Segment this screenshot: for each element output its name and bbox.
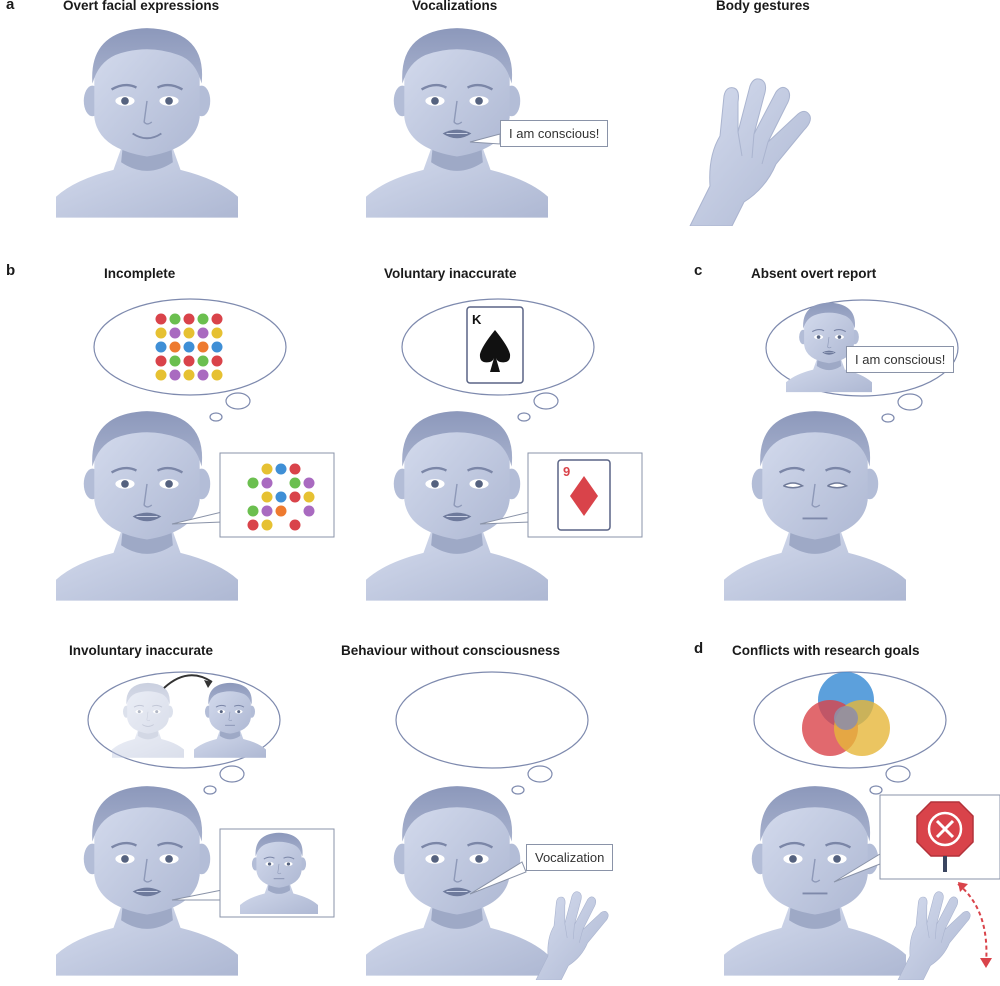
speech-box-voluntary: 9	[479, 452, 643, 538]
title-overt-facial: Overt facial expressions	[63, 0, 220, 13]
title-absent-overt-report: Absent overt report	[751, 266, 877, 281]
color-dot	[261, 477, 273, 489]
color-dot	[197, 369, 209, 381]
arrow-icon	[163, 674, 213, 689]
color-dot	[155, 313, 167, 325]
color-dot	[289, 491, 301, 503]
color-dot	[183, 313, 195, 325]
color-dot	[155, 355, 167, 367]
title-body-gestures: Body gestures	[716, 0, 810, 13]
color-dot	[275, 505, 287, 517]
color-dot	[211, 355, 223, 367]
color-dot	[155, 369, 167, 381]
title-vocalizations: Vocalizations	[412, 0, 498, 13]
color-dot	[197, 313, 209, 325]
color-dot	[289, 519, 301, 531]
speech-bubble-absent: I am conscious!	[846, 346, 955, 373]
color-dot	[247, 519, 259, 531]
color-dot	[303, 477, 315, 489]
color-dot	[261, 463, 273, 475]
color-dot	[261, 491, 273, 503]
color-dot	[197, 327, 209, 339]
hand-behaviour	[530, 890, 626, 980]
speech-box-incomplete	[171, 452, 335, 538]
color-dot	[275, 491, 287, 503]
color-dot	[183, 327, 195, 339]
dot-grid-thought	[155, 313, 223, 381]
color-dot	[261, 505, 273, 517]
color-dot	[303, 491, 315, 503]
color-dot	[247, 505, 259, 517]
panel-label-a: a	[6, 0, 15, 13]
panel-label-d: d	[694, 640, 704, 657]
color-dot	[183, 341, 195, 353]
color-dot	[169, 313, 181, 325]
card-k-label: K	[472, 312, 482, 327]
panel-label-c: c	[694, 262, 703, 279]
panel-label-b: b	[6, 262, 16, 279]
color-dot	[197, 355, 209, 367]
color-dot	[169, 327, 181, 339]
speech-pointer-behaviour	[469, 861, 527, 895]
face-overt-facial	[56, 22, 238, 222]
color-dot	[211, 327, 223, 339]
color-dot	[211, 369, 223, 381]
color-dot	[169, 369, 181, 381]
color-dot	[169, 355, 181, 367]
face-absent-overt	[724, 405, 906, 605]
color-dot	[275, 463, 287, 475]
title-behaviour-without-consciousness: Behaviour without consciousness	[341, 643, 561, 658]
color-dot	[211, 313, 223, 325]
title-involuntary-inaccurate: Involuntary inaccurate	[69, 643, 214, 658]
color-dot	[183, 355, 195, 367]
color-dot	[155, 341, 167, 353]
spade-card: K	[466, 306, 524, 384]
color-dot	[183, 369, 195, 381]
hand-body-gestures	[680, 76, 840, 226]
title-incomplete: Incomplete	[104, 266, 176, 281]
stop-sign-icon	[916, 801, 974, 872]
speech-bubble-vocal: I am conscious!	[500, 120, 609, 147]
face-in-speech-box	[240, 830, 318, 916]
color-dot	[289, 463, 301, 475]
color-dot	[247, 477, 259, 489]
card-9-label: 9	[563, 464, 570, 479]
title-voluntary-inaccurate: Voluntary inaccurate	[384, 266, 517, 281]
color-dot	[261, 519, 273, 531]
color-dot	[289, 477, 301, 489]
color-dot	[211, 341, 223, 353]
color-dot	[155, 327, 167, 339]
color-dot	[197, 341, 209, 353]
color-dot	[303, 505, 315, 517]
speech-bubble-behaviour: Vocalization	[526, 844, 614, 871]
venn-diagram	[802, 672, 890, 756]
title-conflicts-research-goals: Conflicts with research goals	[732, 643, 920, 658]
color-dot	[169, 341, 181, 353]
thought-bubble-empty	[394, 668, 594, 798]
dashed-motion-arrow-icon	[957, 882, 992, 968]
